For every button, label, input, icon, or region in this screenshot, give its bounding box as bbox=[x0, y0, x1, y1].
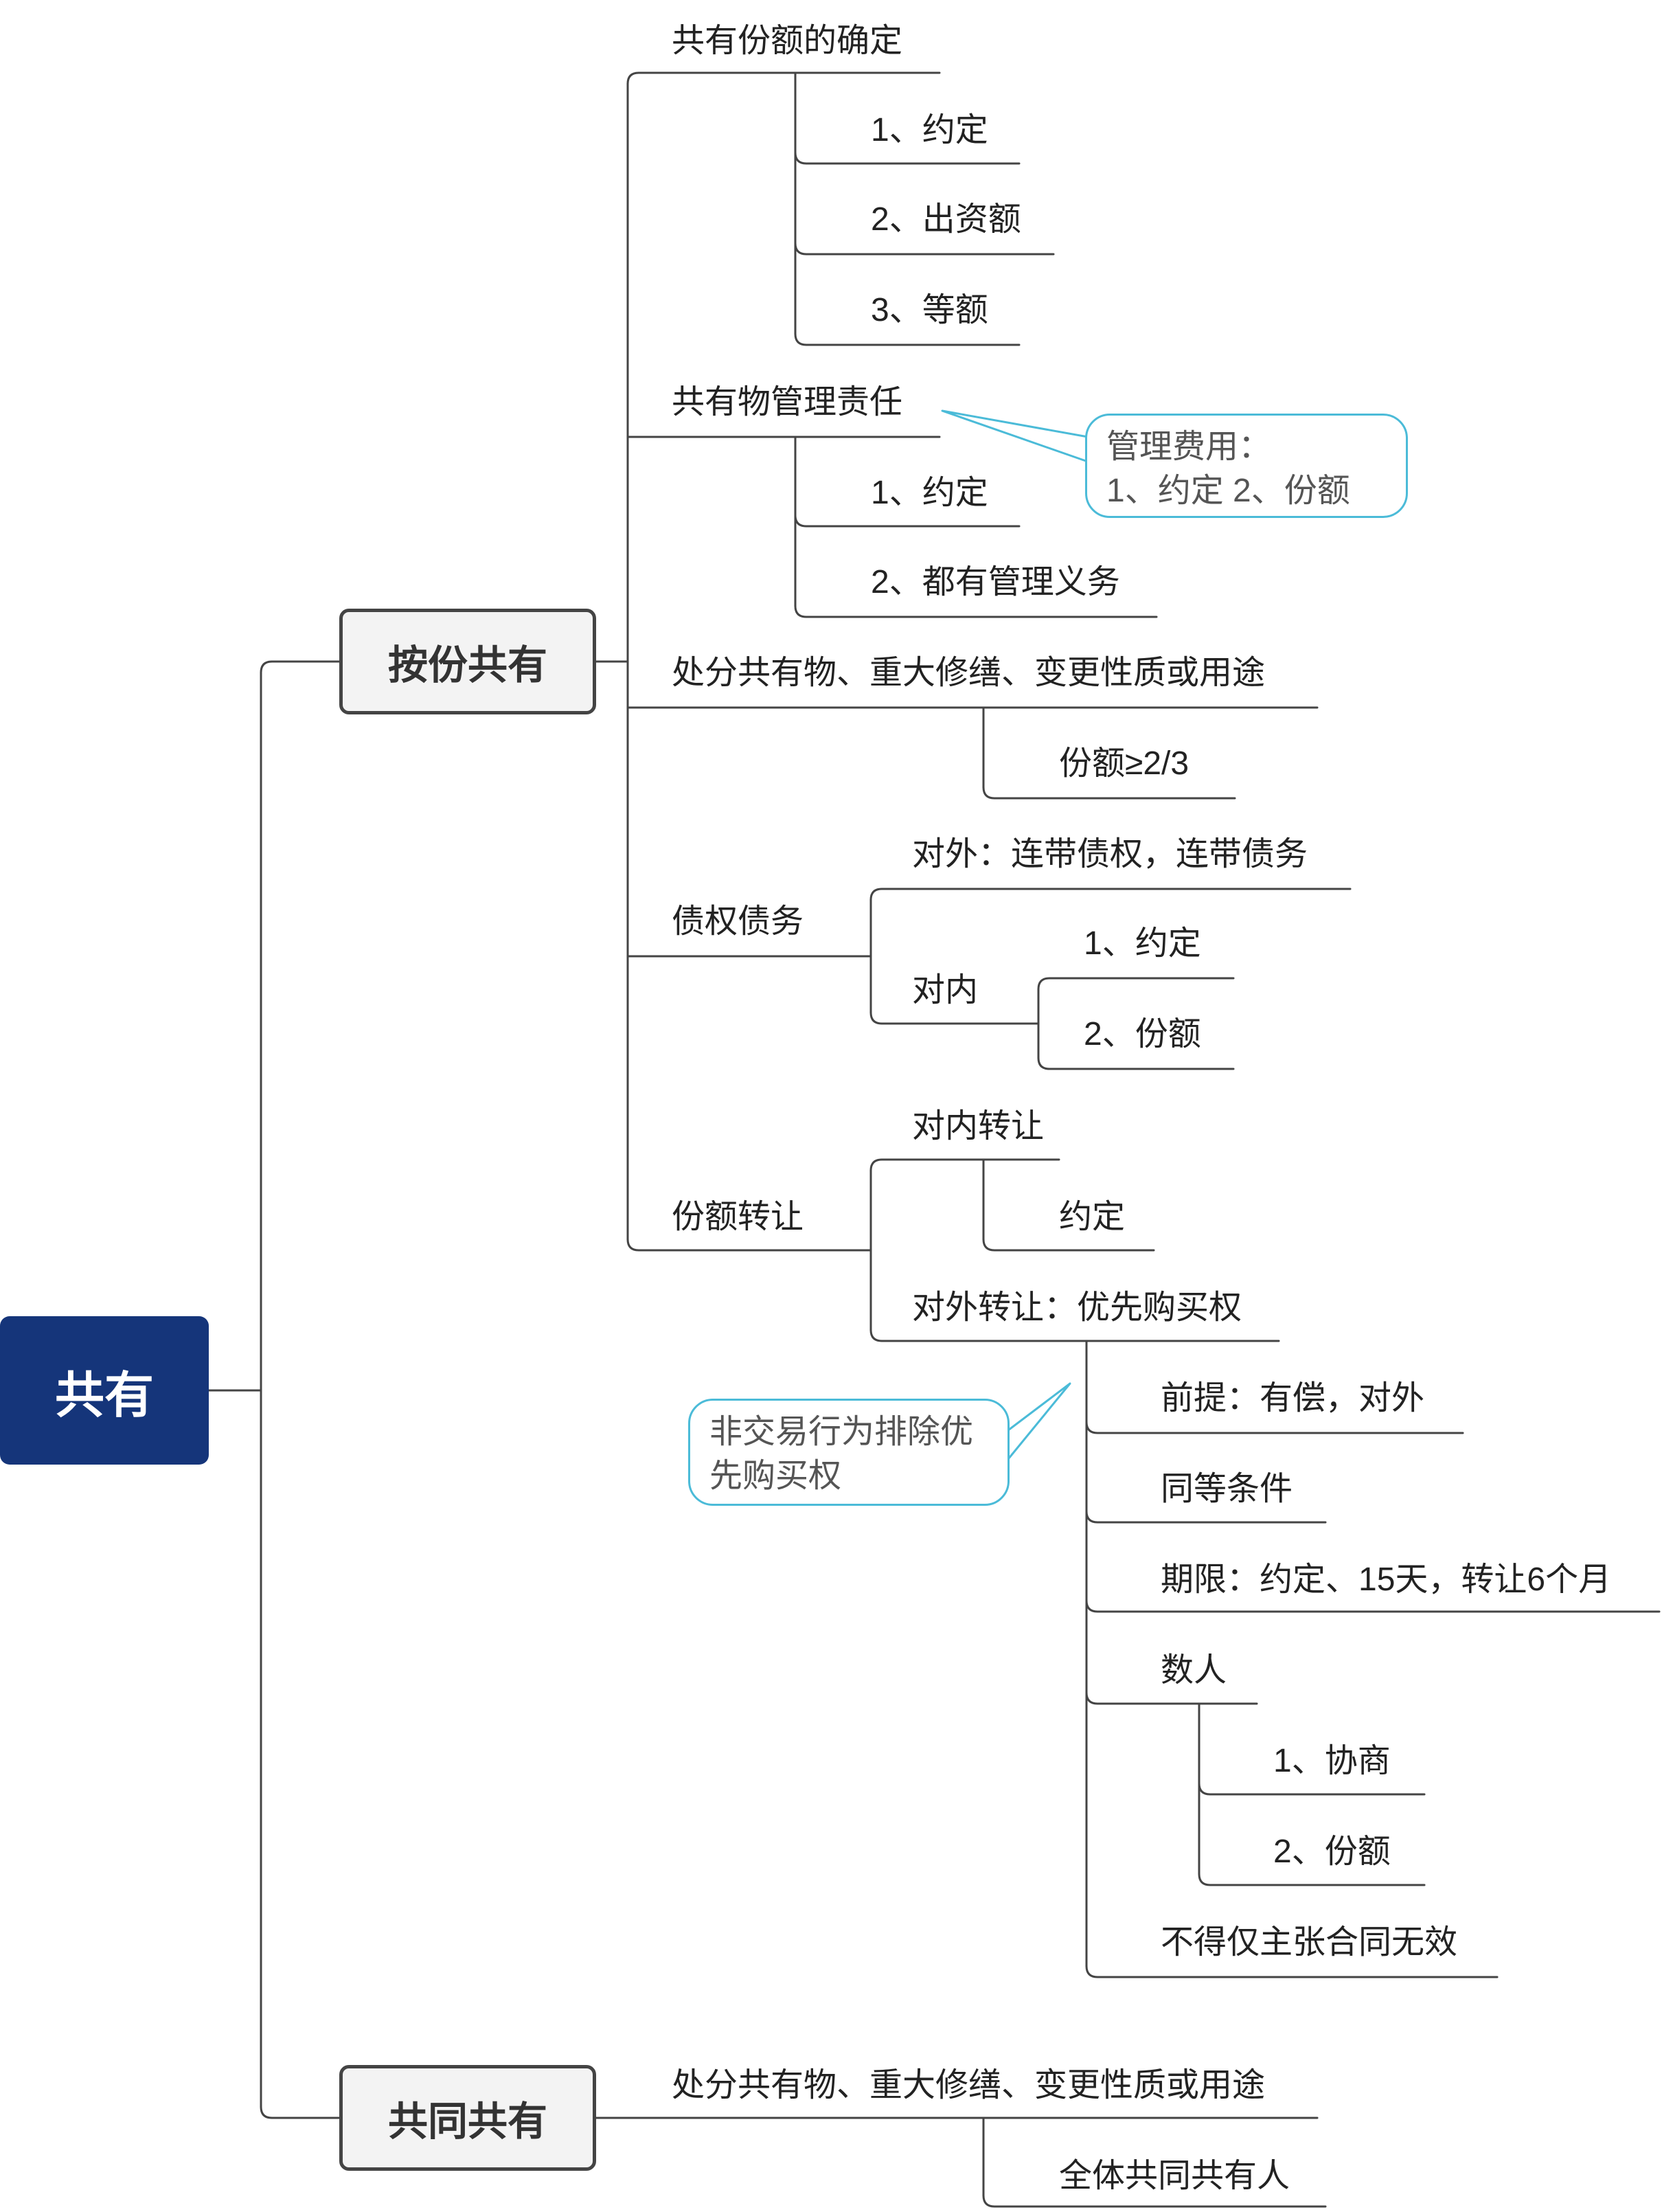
subtopic-management-obligation[interactable]: 2、都有管理义务 bbox=[871, 564, 1120, 600]
subtopic-internal-transfer[interactable]: 对内转让 bbox=[912, 1108, 1045, 1144]
callout-management-fee-line-2: 1、约定 2、份额 bbox=[1106, 473, 1350, 509]
connector-internal-transfer-1 bbox=[982, 1238, 1155, 1252]
callout-non-transaction-tail bbox=[1007, 1382, 1071, 1460]
root-node[interactable]: 共有 bbox=[0, 1316, 209, 1465]
connector-share-3 bbox=[794, 332, 1021, 346]
connector-root-branch-2 bbox=[260, 2106, 341, 2119]
leaf-premise[interactable]: 前提：有偿，对外 bbox=[1161, 1380, 1425, 1417]
topic-share-transfer[interactable]: 份额转让 bbox=[672, 1199, 804, 1235]
leaf-equal-conditions[interactable]: 同等条件 bbox=[1161, 1471, 1293, 1507]
callout-management-fee-line-1: 管理费用： bbox=[1106, 429, 1272, 465]
connector-persons-1 bbox=[1198, 1782, 1426, 1796]
connector-management-1 bbox=[794, 514, 1021, 528]
callout-non-transaction[interactable]: 非交易行为排除优 先购买权 bbox=[688, 1399, 1010, 1506]
leaf-negotiation[interactable]: 1、协商 bbox=[1273, 1743, 1391, 1779]
connector-share-1 bbox=[794, 151, 1021, 165]
connector-external-4 bbox=[1085, 1691, 1258, 1705]
topic-disposal[interactable]: 处分共有物、重大修缮、变更性质或用途 bbox=[672, 655, 1266, 691]
connector-external-3 bbox=[1085, 1599, 1661, 1613]
callout-management-fee-tail bbox=[941, 409, 1089, 463]
callout-non-transaction-line-2: 先购买权 bbox=[709, 1458, 842, 1494]
subtopic-management-agreement[interactable]: 1、约定 bbox=[871, 475, 988, 511]
connector-disposal-1 bbox=[982, 786, 1236, 800]
connector-internal-2 bbox=[1037, 1057, 1235, 1070]
branch-an-fen-gong-you[interactable]: 按份共有 bbox=[339, 609, 596, 714]
connector-claims-internal bbox=[869, 1011, 1040, 1025]
subtopic-share-agreement[interactable]: 1、约定 bbox=[871, 112, 988, 148]
connector-external-1 bbox=[1085, 1421, 1464, 1434]
leaf-contract-invalid[interactable]: 不得仅主张合同无效 bbox=[1161, 1924, 1458, 1961]
connector-claims-external bbox=[869, 888, 1352, 901]
leaf-internal-agreement[interactable]: 1、约定 bbox=[1084, 925, 1201, 962]
leaf-by-share[interactable]: 2、份额 bbox=[1273, 1833, 1391, 1870]
topic-share-determination[interactable]: 共有份额的确定 bbox=[672, 23, 903, 59]
connector-joint-1 bbox=[982, 2194, 1327, 2208]
connector-management-2 bbox=[794, 605, 1158, 618]
topic-joint-disposal[interactable]: 处分共有物、重大修缮、变更性质或用途 bbox=[672, 2067, 1266, 2103]
leaf-internal-share[interactable]: 2、份额 bbox=[1084, 1016, 1201, 1052]
subtopic-share-equal[interactable]: 3、等额 bbox=[871, 292, 988, 328]
subtopic-internal[interactable]: 对内 bbox=[912, 972, 979, 1008]
connector-root-branch-1 bbox=[260, 660, 341, 674]
topic-management-duty[interactable]: 共有物管理责任 bbox=[672, 384, 903, 420]
connector-topic-share bbox=[626, 71, 941, 85]
leaf-time-limit[interactable]: 期限：约定、15天，转让6个月 bbox=[1161, 1561, 1612, 1598]
connector-internal-1 bbox=[1037, 977, 1235, 991]
connector-transfer-internal bbox=[869, 1158, 1060, 1172]
connector-topic-transfer bbox=[626, 1238, 872, 1252]
connector-share-2 bbox=[794, 242, 1055, 256]
subtopic-external-transfer[interactable]: 对外转让：优先购买权 bbox=[912, 1289, 1242, 1326]
branch-gong-tong-gong-you[interactable]: 共同共有 bbox=[339, 2065, 596, 2171]
callout-management-fee[interactable]: 管理费用： 1、约定 2、份额 bbox=[1085, 414, 1408, 518]
leaf-multiple-persons[interactable]: 数人 bbox=[1161, 1652, 1227, 1689]
leaf-all-joint-owners[interactable]: 全体共同共有人 bbox=[1059, 2158, 1290, 2194]
topic-claims-debts[interactable]: 债权债务 bbox=[672, 903, 804, 940]
subtopic-share-contribution[interactable]: 2、出资额 bbox=[871, 201, 1021, 238]
connector-external-2 bbox=[1085, 1510, 1327, 1524]
subtopic-external-joint[interactable]: 对外：连带债权，连带债务 bbox=[912, 836, 1308, 872]
subtopic-disposal-threshold[interactable]: 份额≥2/3 bbox=[1059, 745, 1189, 782]
leaf-internal-transfer-agreement[interactable]: 约定 bbox=[1059, 1199, 1126, 1235]
callout-non-transaction-line-1: 非交易行为排除优 bbox=[709, 1414, 974, 1450]
connector-persons-2 bbox=[1198, 1873, 1426, 1886]
connector-external-5 bbox=[1085, 1965, 1499, 1978]
connector-transfer-external bbox=[869, 1329, 1280, 1342]
